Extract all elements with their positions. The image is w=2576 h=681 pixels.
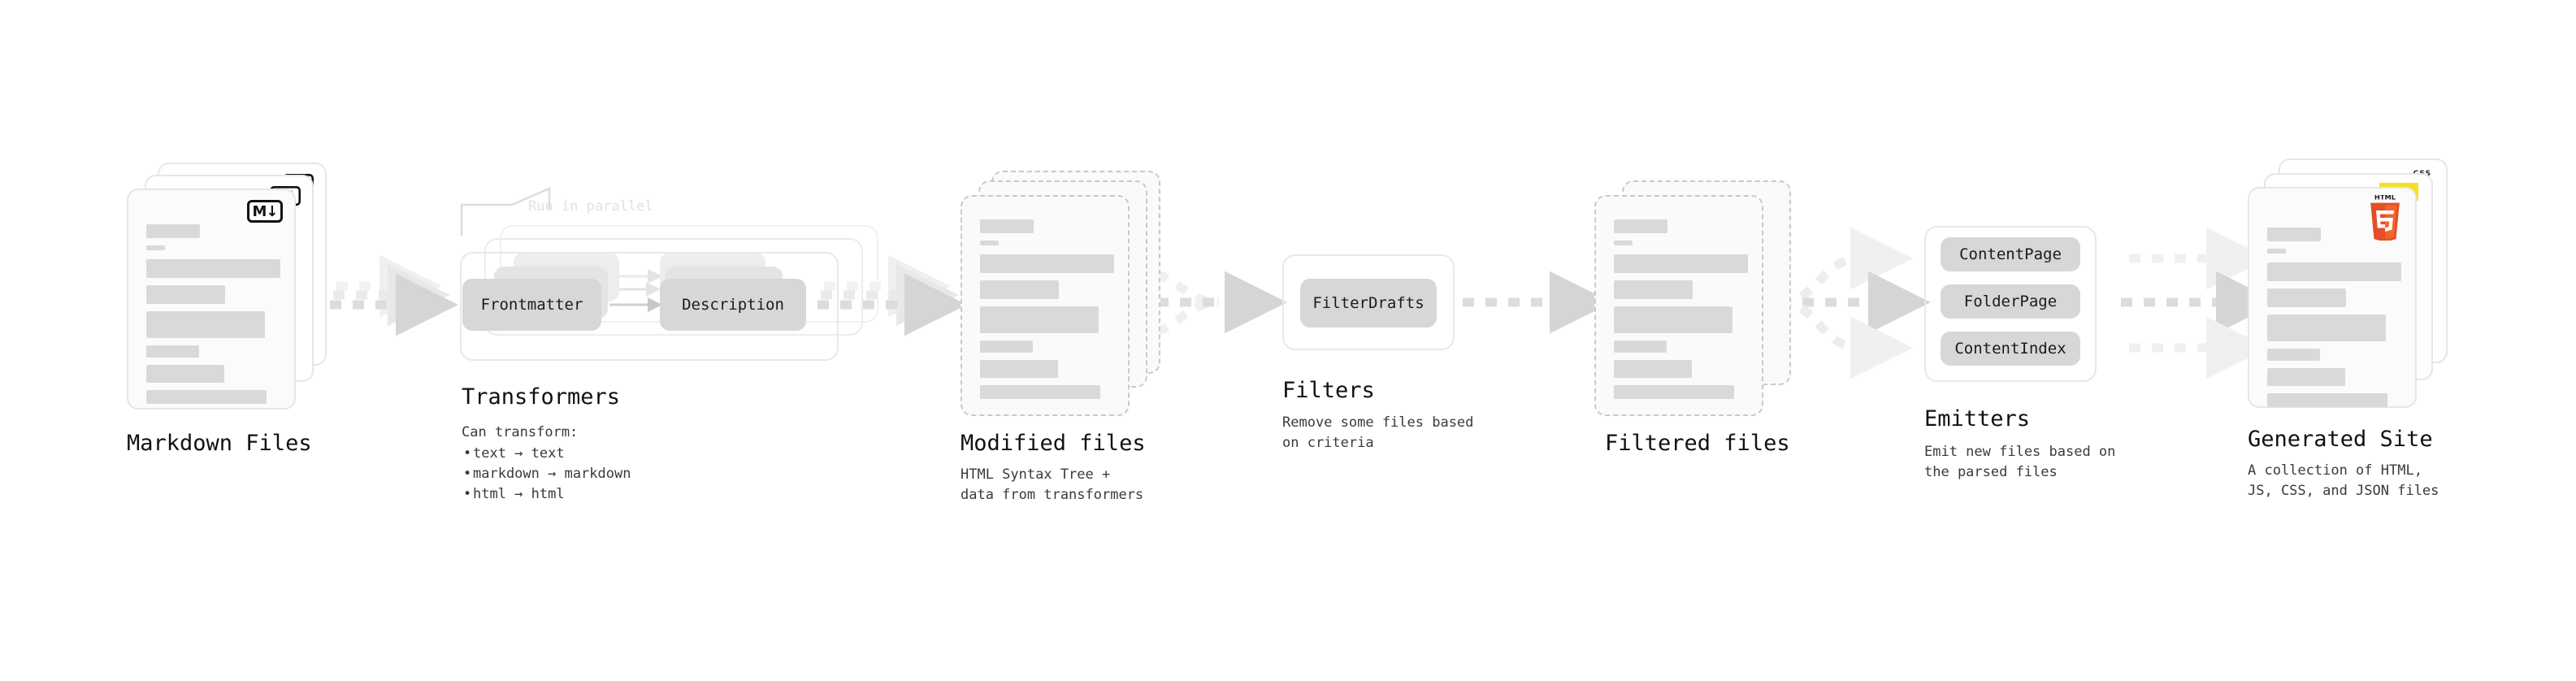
placeholder-bar	[980, 306, 1099, 333]
placeholder-bar	[980, 254, 1114, 273]
placeholder-bar	[2267, 249, 2286, 254]
stage-title-modified-files: Modified files	[961, 431, 1146, 456]
transformers-description: Can transform: text → text markdown → ma…	[462, 423, 631, 505]
filtered-card-front[interactable]	[1594, 195, 1763, 416]
card-placeholder-lines	[1614, 219, 1748, 406]
placeholder-bar	[146, 345, 199, 358]
stage-title-generated-site: Generated Site	[2248, 427, 2433, 452]
modified-card-front[interactable]	[961, 195, 1130, 416]
placeholder-bar	[2267, 349, 2320, 361]
placeholder-bar	[146, 245, 165, 250]
placeholder-bar	[2267, 288, 2346, 307]
emitter-node-folderpage[interactable]: FolderPage	[1941, 284, 2080, 319]
stage-subtitle-filters: Remove some files based on criteria	[1282, 414, 1474, 451]
stage-subtitle-emitters: Emit new files based on the parsed files	[1924, 444, 2116, 480]
emitter-node-contentpage[interactable]: ContentPage	[1941, 237, 2080, 271]
placeholder-bar	[1614, 280, 1693, 299]
card-placeholder-lines	[980, 219, 1114, 406]
placeholder-bar	[2267, 368, 2345, 386]
placeholder-bar	[1614, 219, 1667, 233]
run-in-parallel-label: Run in parallel	[528, 198, 653, 215]
emitters-group[interactable]	[1924, 226, 2097, 382]
placeholder-bar	[1614, 340, 1667, 353]
transformers-lead: Can transform:	[462, 424, 579, 440]
placeholder-bar	[146, 311, 265, 338]
transformer-node-label: Frontmatter	[480, 296, 583, 314]
placeholder-bar	[2267, 393, 2387, 407]
stage-title-filters: Filters	[1282, 378, 1375, 403]
placeholder-bar	[1614, 254, 1748, 273]
stage-subtitle-generated-site: A collection of HTML, JS, CSS, and JSON …	[2248, 462, 2439, 499]
stage-title-filtered-files: Filtered files	[1605, 431, 1790, 456]
transformers-bullet: text → text	[462, 444, 631, 464]
stage-title-emitters: Emitters	[1924, 406, 2031, 432]
emitter-node-label: ContentPage	[1959, 245, 2062, 263]
transformers-bullet: html → html	[462, 484, 631, 505]
emitter-node-label: FolderPage	[1963, 293, 2058, 310]
markdown-card-front[interactable]: M↓	[127, 189, 296, 410]
transformers-bullet: markdown → markdown	[462, 464, 631, 484]
placeholder-bar	[146, 259, 280, 278]
stage-title-transformers: Transformers	[462, 384, 621, 410]
transformer-group-front[interactable]	[460, 252, 839, 361]
placeholder-bar	[146, 224, 200, 238]
placeholder-bar	[2267, 262, 2401, 281]
transformer-node-description[interactable]: Description	[660, 279, 806, 331]
arrow-emitters-to-site	[2121, 227, 2279, 380]
card-placeholder-lines	[2267, 228, 2401, 414]
placeholder-bar	[1614, 241, 1633, 245]
filter-node-filterdrafts[interactable]: FilterDrafts	[1300, 279, 1437, 327]
stage-title-markdown-files: Markdown Files	[127, 431, 312, 456]
filters-group[interactable]	[1282, 254, 1455, 350]
arrow-filtered-to-emitters	[1779, 227, 1931, 380]
placeholder-bar	[2267, 228, 2321, 241]
placeholder-bar	[146, 285, 225, 304]
filter-node-label: FilterDrafts	[1312, 294, 1425, 312]
placeholder-bar	[2267, 314, 2386, 341]
emitter-node-label: ContentIndex	[1954, 340, 2066, 358]
placeholder-bar	[1614, 306, 1733, 333]
placeholder-bar	[1614, 360, 1692, 378]
markdown-badge: M↓	[247, 200, 283, 223]
html5-icon: HTML	[2370, 195, 2400, 241]
placeholder-bar	[980, 241, 999, 245]
placeholder-bar	[980, 340, 1033, 353]
placeholder-bar	[980, 385, 1100, 399]
placeholder-bar	[980, 280, 1059, 299]
placeholder-bar	[146, 390, 267, 404]
emitter-node-contentindex[interactable]: ContentIndex	[1941, 332, 2080, 366]
placeholder-bar	[146, 365, 224, 383]
stage-subtitle-modified-files: HTML Syntax Tree + data from transformer…	[961, 466, 1144, 503]
site-card-html[interactable]: HTML	[2248, 187, 2417, 408]
placeholder-bar	[980, 360, 1058, 378]
card-placeholder-lines	[146, 224, 280, 411]
transformer-node-frontmatter[interactable]: Frontmatter	[462, 279, 601, 331]
transformer-node-label: Description	[682, 296, 784, 314]
placeholder-bar	[1614, 385, 1734, 399]
svg-text:HTML: HTML	[2374, 195, 2396, 201]
placeholder-bar	[980, 219, 1034, 233]
